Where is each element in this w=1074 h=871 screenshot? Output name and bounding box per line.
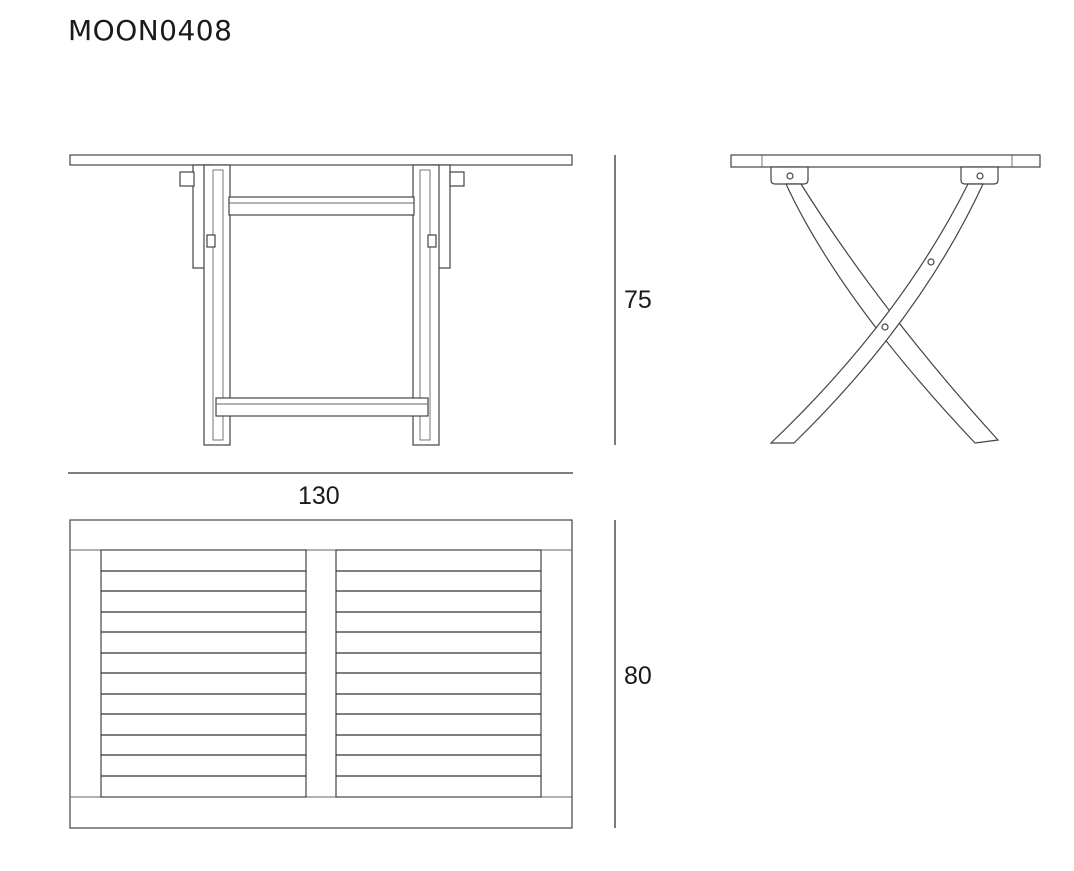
height-dimension-label: 75 (624, 286, 652, 314)
depth-dimension-label: 80 (624, 662, 652, 690)
top-view-drawing (69, 519, 573, 829)
product-code-title: MOON0408 (68, 14, 233, 47)
front-view-drawing (69, 154, 573, 446)
width-dimension-label: 130 (298, 482, 340, 510)
side-view-drawing (730, 154, 1041, 444)
slat-lines (101, 570, 541, 777)
